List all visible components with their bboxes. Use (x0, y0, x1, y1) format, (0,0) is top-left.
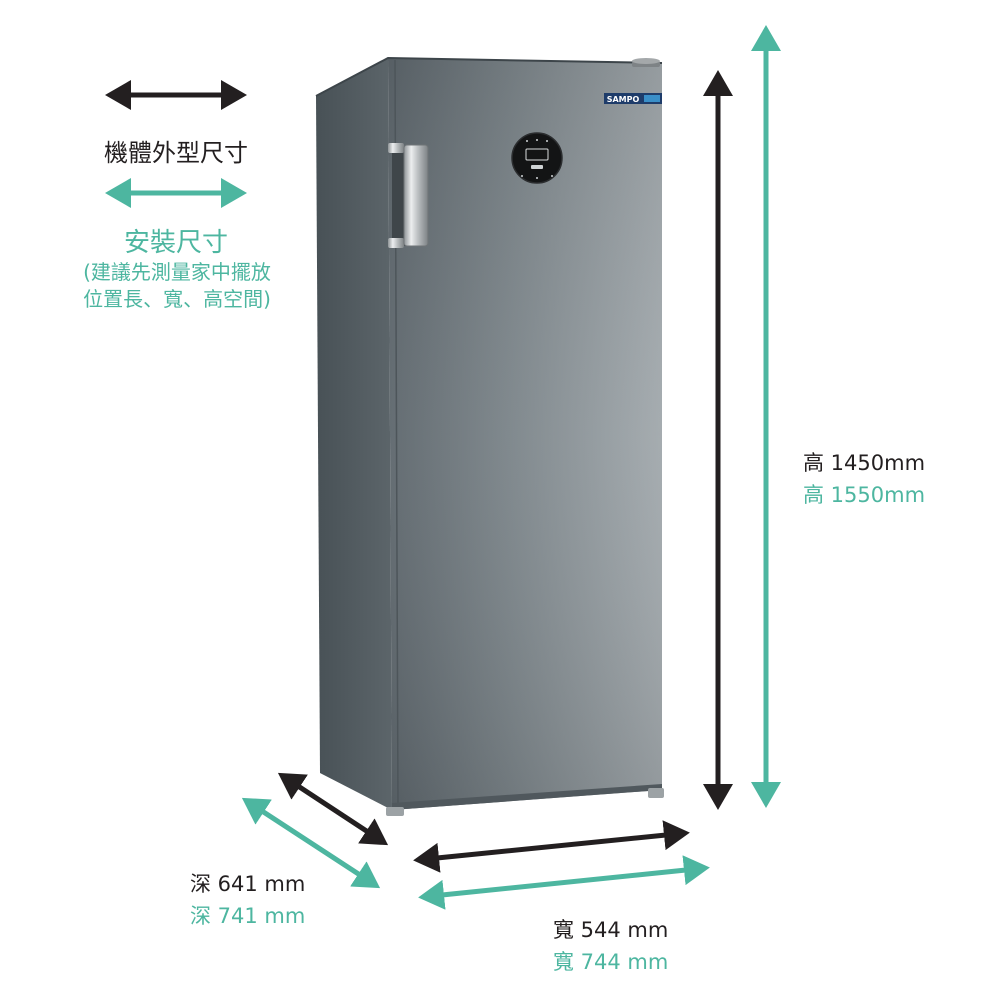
width-outer-label: 寬 544 mm (553, 918, 668, 942)
width-dimension: 寬 544 mm 寬 744 mm (413, 820, 710, 974)
legend-outer-label: 機體外型尺寸 (104, 139, 248, 167)
brand-logo: SAMPO (604, 93, 662, 104)
freezer-base-strip (392, 784, 662, 810)
legend-install-note-line2: 位置長、寬、高空間) (83, 287, 271, 311)
legend-install-label: 安裝尺寸 (124, 228, 228, 258)
display-panel (511, 132, 563, 184)
depth-outer-label: 深 641 mm (190, 872, 305, 896)
freezer-side-panel (316, 58, 392, 810)
freezer-top-edge (315, 56, 663, 97)
top-knob (632, 58, 660, 67)
freezer-front-shade (388, 58, 662, 810)
freezer-illustration: SAMPO (315, 56, 664, 816)
depth-install-label: 深 741 mm (190, 904, 305, 928)
height-dimension: 高 1450mm 高 1550mm (703, 25, 925, 810)
legend: 機體外型尺寸 安裝尺寸 (建議先測量家中擺放 位置長、寬、高空間) (83, 80, 271, 311)
height-install-label: 高 1550mm (803, 483, 925, 507)
depth-install-arrow (241, 797, 381, 889)
height-outer-label: 高 1450mm (803, 451, 925, 475)
legend-install-note-line1: (建議先測量家中擺放 (83, 260, 271, 284)
width-install-arrow (418, 855, 710, 910)
freezer-feet (386, 788, 664, 816)
width-install-label: 寬 744 mm (553, 950, 668, 974)
depth-outer-arrow (277, 772, 389, 846)
depth-dimension: 深 641 mm 深 741 mm (190, 772, 389, 928)
width-outer-arrow (413, 820, 690, 873)
door-handle (388, 143, 429, 248)
brand-logo-text: SAMPO (607, 95, 640, 104)
